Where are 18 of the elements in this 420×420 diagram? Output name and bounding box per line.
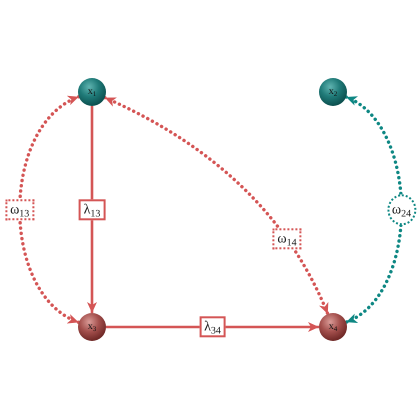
sphere-node [319, 78, 347, 106]
dotted-arrow [18, 95, 81, 324]
node-label: x$_{3}$ [88, 322, 96, 332]
sphere-node [78, 313, 106, 341]
node-label: x$_{2}$ [328, 87, 338, 97]
arrow [87, 106, 97, 313]
edge-label: ω$_{13}$ [5, 199, 34, 221]
edge-label: λ$_{13}$ [78, 198, 106, 220]
arrow [106, 322, 319, 332]
sphere-node [78, 78, 106, 106]
sphere-node [319, 313, 347, 341]
node-label: x$_{1}$ [88, 87, 96, 97]
dotted-arrow [344, 95, 404, 324]
node-label: x$_{4}$ [328, 322, 338, 332]
edge-label: λ$_{34}$ [199, 316, 226, 338]
edge-label: ω$_{14}$ [272, 228, 302, 250]
edge-label: ω$_{24}$ [386, 194, 416, 226]
dotted-arrow [103, 96, 330, 316]
